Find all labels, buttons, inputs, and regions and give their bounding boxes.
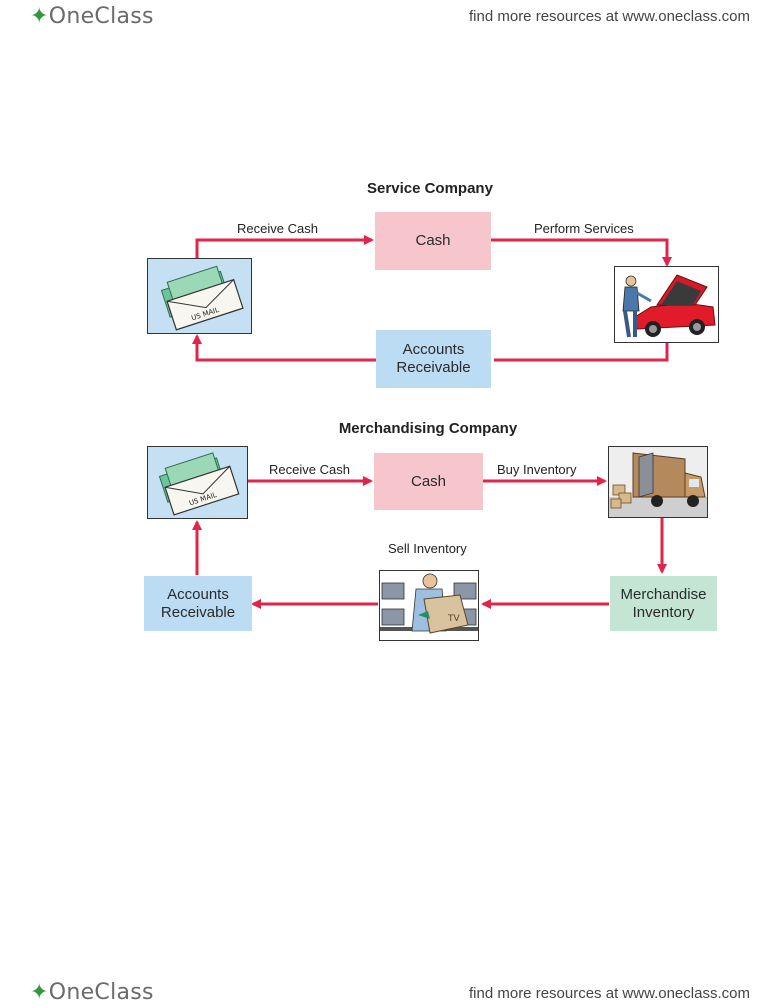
leaf-icon-footer: ✦ <box>30 980 49 1005</box>
perform-services-label: Perform Services <box>534 221 634 236</box>
service-receivable-line1: Accounts <box>402 341 465 358</box>
merch-cash-text: Cash <box>410 472 447 490</box>
receive-cash-label-merch: Receive Cash <box>269 462 350 477</box>
oneclass-logo-footer[interactable]: ✦OneClass <box>30 980 154 1005</box>
merch-cash-box: Cash <box>374 453 483 510</box>
buy-inventory-label: Buy Inventory <box>497 462 577 477</box>
brand-text-footer: OneClass <box>48 980 154 1005</box>
arrow-car-to-receivable <box>494 343 669 362</box>
oneclass-logo[interactable]: ✦OneClass <box>30 4 154 29</box>
merchandise-inventory-box: Merchandise Inventory <box>610 576 717 631</box>
sell-inventory-label: Sell Inventory <box>388 541 467 556</box>
sell-inventory-image: TV <box>379 570 479 641</box>
service-cash-box: Cash <box>375 212 491 270</box>
merch-receivable-line1: Accounts <box>167 585 229 603</box>
arrow-receivable-to-mail <box>192 334 376 362</box>
service-receivable-box: Accounts Receivable <box>376 330 491 388</box>
brand-text: OneClass <box>48 4 154 29</box>
merch-inventory-line2: Inventory <box>632 603 695 621</box>
service-cash-text: Cash <box>415 232 451 249</box>
merch-receivable-box: Accounts Receivable <box>144 576 252 631</box>
merch-receivable-line2: Receivable <box>160 603 236 621</box>
delivery-truck-image <box>608 446 708 518</box>
footer-tagline[interactable]: find more resources at www.oneclass.com <box>469 985 750 1002</box>
mechanic-car-image <box>614 266 719 343</box>
box-mark-text: TV <box>447 614 460 624</box>
service-company-title: Service Company <box>367 180 493 197</box>
merchandising-company-title: Merchandising Company <box>338 420 518 437</box>
mail-envelope-image-service: US MAIL <box>147 258 252 334</box>
header-tagline[interactable]: find more resources at www.oneclass.com <box>469 8 750 25</box>
merch-inventory-line1: Merchandise <box>620 585 707 603</box>
arrow-receive-cash-service <box>195 235 374 258</box>
arrow-perform-services <box>491 238 672 267</box>
leaf-icon: ✦ <box>30 4 49 29</box>
service-receivable-line2: Receivable <box>396 359 471 376</box>
mail-envelope-image-merch: US MAIL <box>147 446 248 519</box>
receive-cash-label-service: Receive Cash <box>237 221 318 236</box>
